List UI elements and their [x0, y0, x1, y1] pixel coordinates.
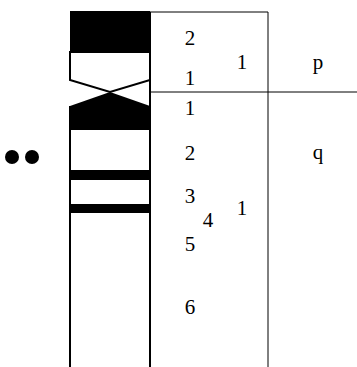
band-number: 1: [185, 68, 196, 89]
band-number: 5: [185, 234, 196, 255]
arm-label: p: [313, 52, 324, 73]
band-number: 2: [185, 143, 196, 164]
chromosome-outline: [149, 12, 151, 367]
region-number: 1: [237, 198, 248, 219]
dark-band: [70, 92, 150, 130]
dark-band: [70, 170, 150, 180]
band-number: 3: [185, 186, 196, 207]
dark-band: [70, 12, 150, 52]
band-number: 2: [185, 28, 196, 49]
marker-dot: [25, 150, 39, 164]
table-rule: [150, 12, 268, 13]
band-number: 4: [203, 210, 214, 231]
arm-label: q: [313, 142, 324, 163]
band-number: 6: [185, 297, 196, 318]
dark-band: [70, 204, 150, 213]
marker-dot: [5, 150, 19, 164]
chromosome-outline: [70, 11, 150, 13]
light-band: [70, 52, 150, 92]
region-number: 1: [237, 52, 248, 73]
chromosome-outline: [69, 106, 71, 367]
table-rule: [150, 92, 357, 93]
band-number: 1: [185, 98, 196, 119]
table-rule: [268, 12, 269, 367]
